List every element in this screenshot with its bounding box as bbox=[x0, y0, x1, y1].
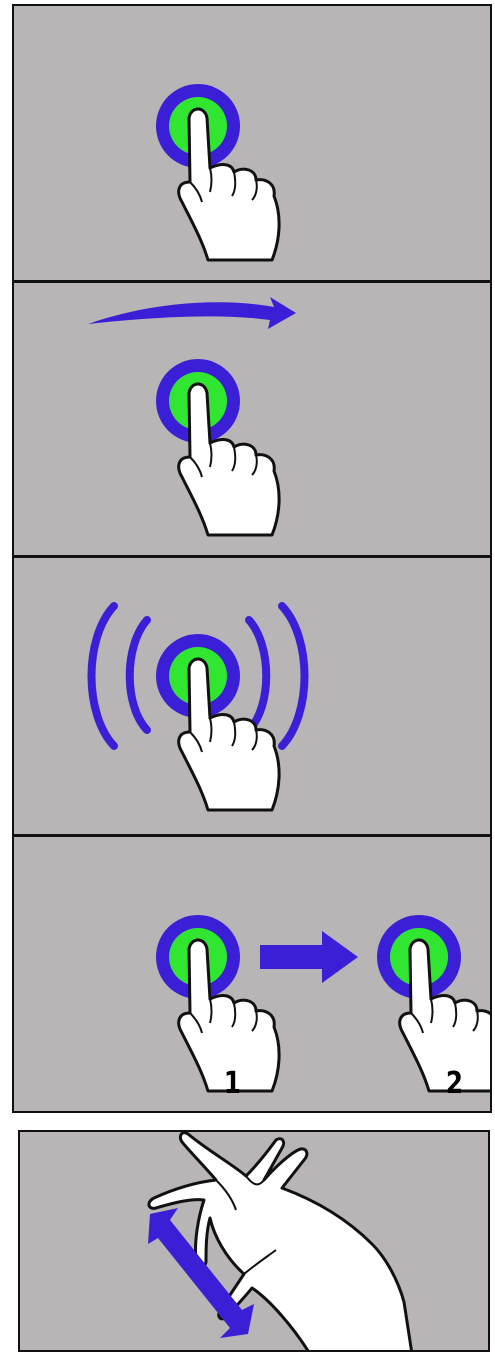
step-number-start: 1 bbox=[224, 1069, 241, 1099]
pinching-hand-icon bbox=[149, 1133, 412, 1352]
drag-gesture-panel: 1 2 bbox=[12, 835, 492, 1113]
swipe-gesture-panel bbox=[12, 281, 492, 557]
curved-arrow-icon bbox=[88, 297, 296, 329]
long-press-gesture-panel bbox=[12, 556, 492, 836]
step-number-end: 2 bbox=[446, 1069, 463, 1099]
tap-gesture-panel bbox=[12, 4, 492, 282]
pinch-gesture-panel bbox=[18, 1130, 490, 1352]
right-arrow-icon bbox=[260, 931, 358, 983]
